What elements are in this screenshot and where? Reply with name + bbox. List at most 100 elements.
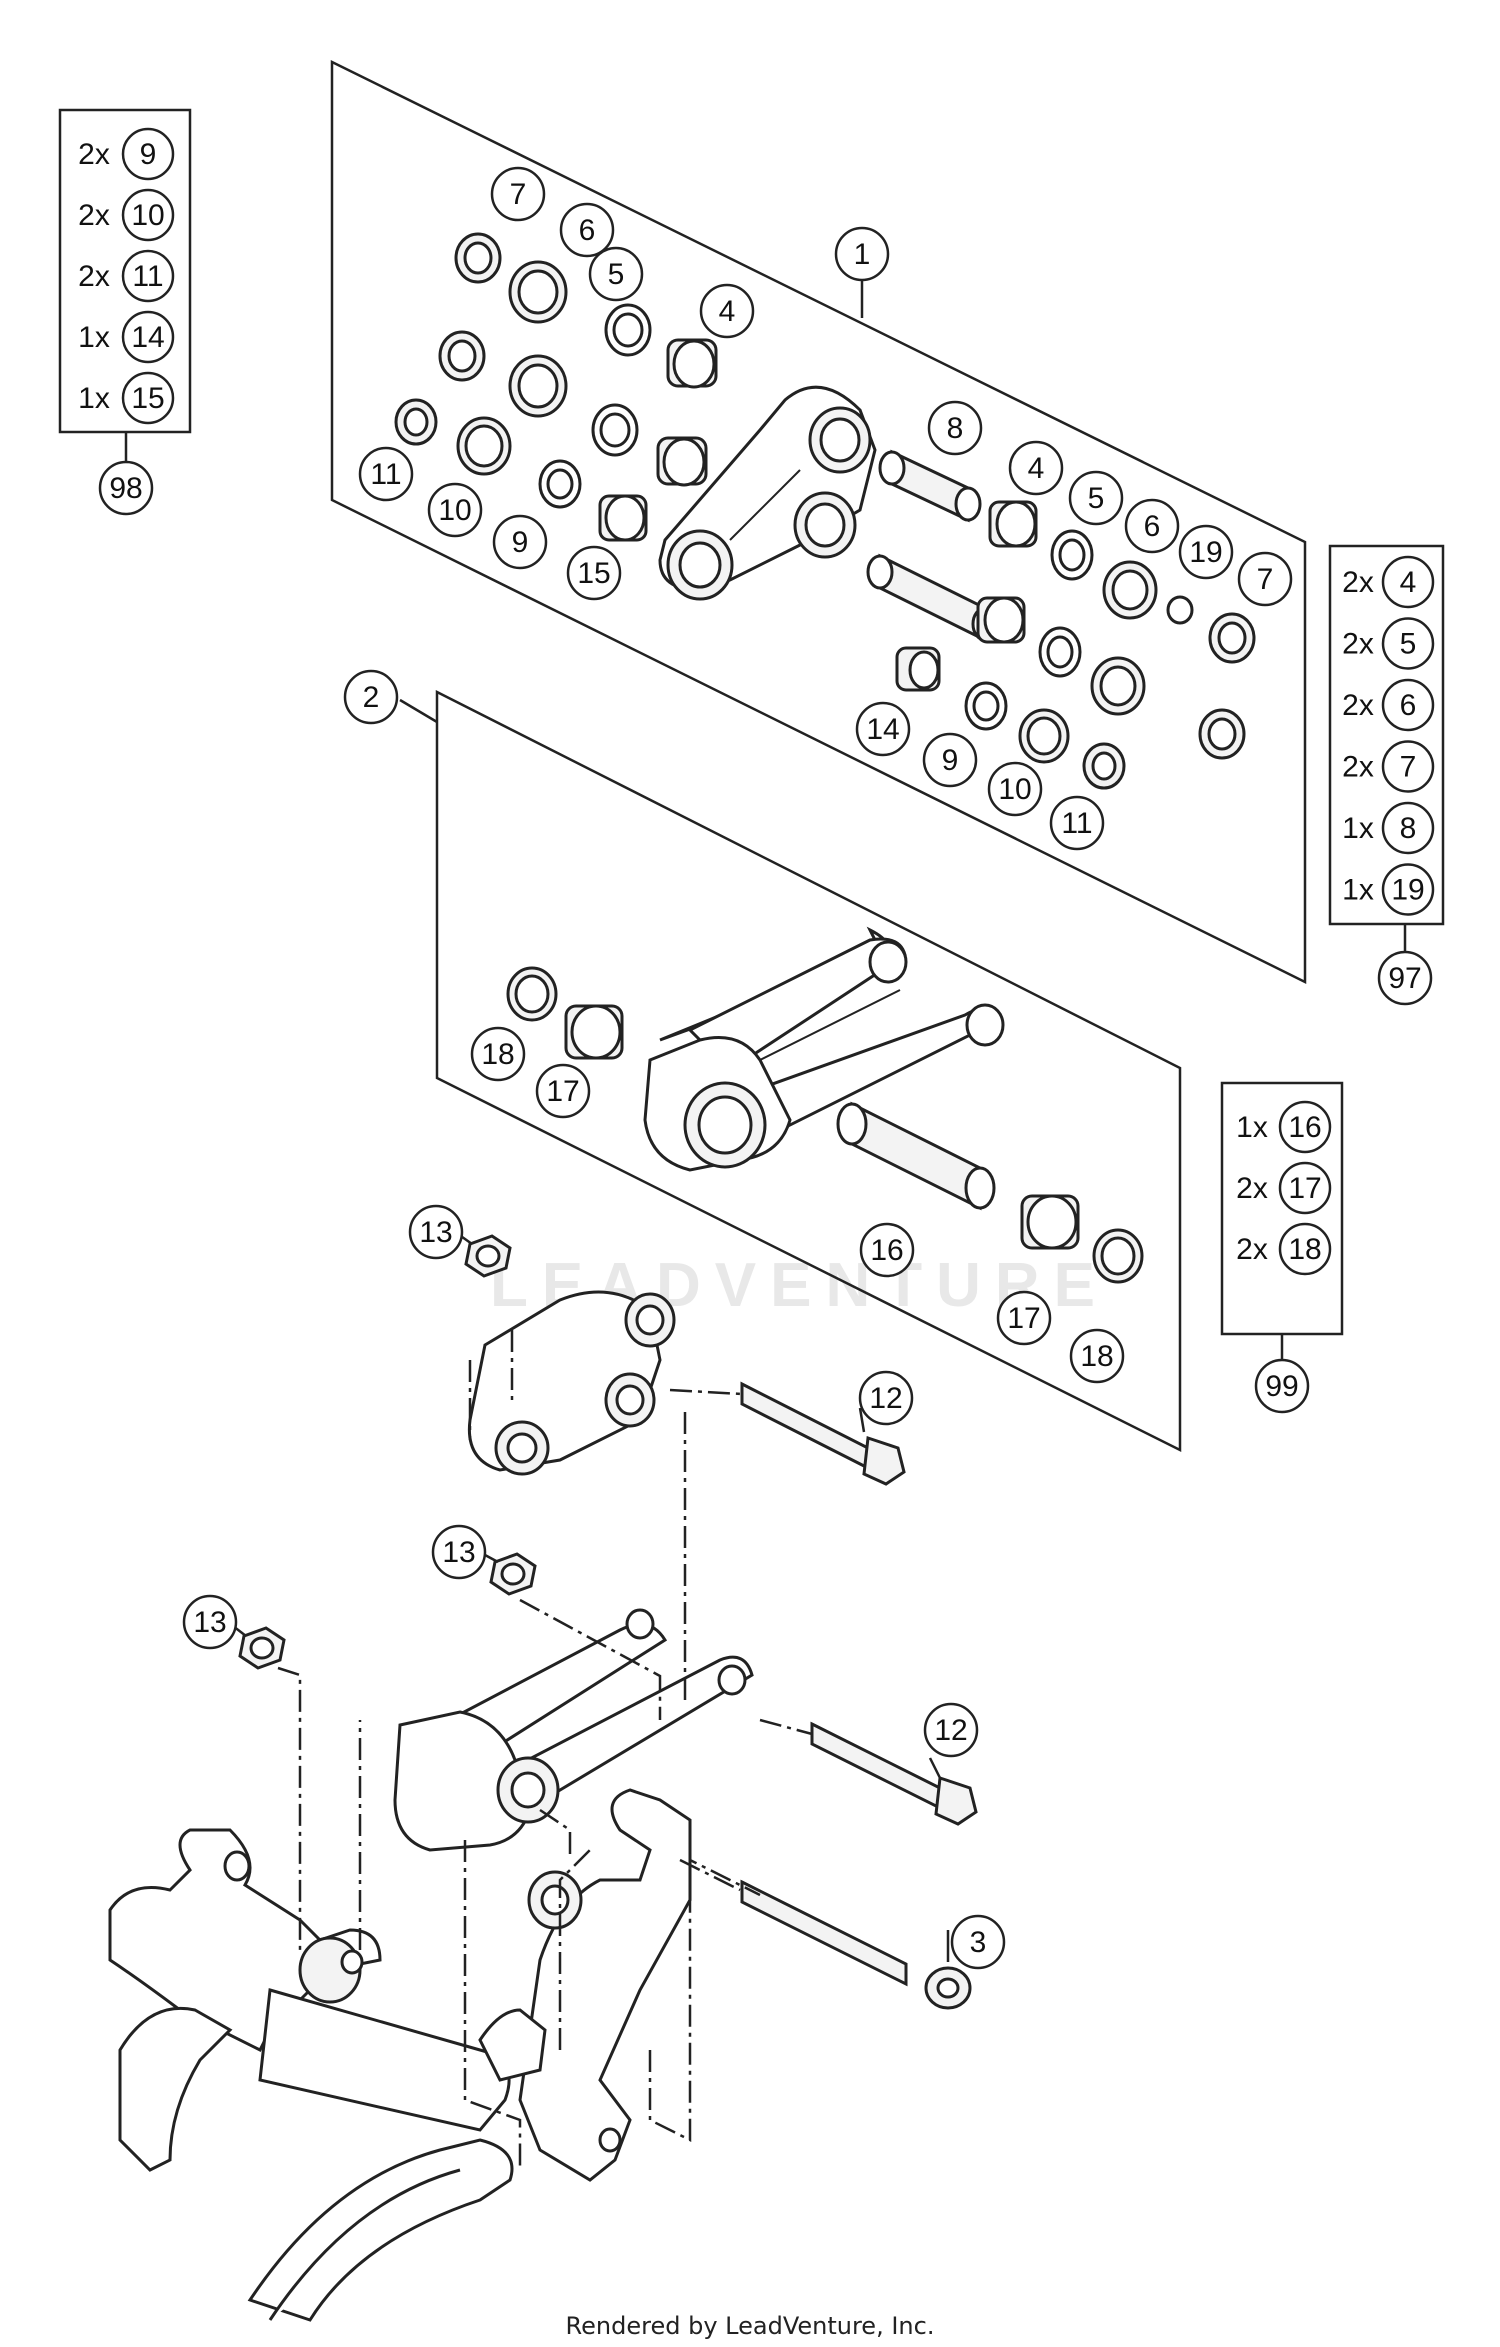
assembled-rocker [467, 1290, 676, 1476]
washer-5-left [604, 303, 652, 357]
callout-6b-label: 6 [1144, 510, 1161, 543]
bearing-11-right [1082, 742, 1126, 790]
assembly-line-l [759, 1718, 813, 1736]
callout-7b-label: 7 [1257, 563, 1274, 596]
sleeve-16 [836, 1101, 996, 1211]
kit-99-row-0-bubble [1278, 1100, 1332, 1154]
callout-11b-bubble [1049, 795, 1105, 851]
callout-7b-bubble [1237, 551, 1293, 607]
kit-97-row-0-qty: 2x [1342, 566, 1374, 599]
washer-5-mid [591, 403, 639, 457]
kit-97-row-5-qty: 1x [1342, 874, 1374, 907]
bolt-12-bottom [810, 1721, 978, 1826]
kit-98-row-2-qty: 2x [78, 260, 110, 293]
washer-19 [1166, 595, 1194, 625]
washer-5-right [1050, 529, 1094, 581]
kit-97-row-2-bubble [1381, 678, 1435, 732]
kit-98-row-4-qty: 1x [78, 382, 110, 415]
kit-97-label: 97 [1388, 962, 1421, 995]
callout-6b-bubble [1124, 498, 1180, 554]
footer-credit: Rendered by LeadVenture, Inc. [565, 2312, 935, 2340]
callout-7a-label: 7 [510, 178, 527, 211]
assembly-line-k [679, 1858, 741, 1892]
assembly-line-m [669, 1388, 743, 1396]
callout-18a-bubble [470, 1026, 526, 1082]
bolt-3 [740, 1879, 972, 2010]
sleeve-4-right-mid [976, 596, 1026, 644]
callout-14-label: 14 [866, 713, 899, 746]
callout-6a-bubble [559, 202, 615, 258]
seal-10-left [456, 416, 512, 476]
sleeve-14 [895, 646, 941, 692]
callout-19-label: 19 [1189, 536, 1222, 569]
kit-98-row-1-part: 10 [131, 199, 164, 232]
kit-97-row-4-qty: 1x [1342, 812, 1374, 845]
callout-13b-label: 13 [442, 1536, 475, 1569]
kit-99-row-1-bubble [1278, 1161, 1332, 1215]
callout-17b-label: 17 [1007, 1302, 1040, 1335]
sleeve-4-right-top [988, 500, 1038, 548]
callout-12a-bubble [858, 1370, 914, 1426]
kit-97-row-0-bubble [1381, 555, 1435, 609]
nut-13-top [464, 1234, 512, 1278]
kit-99-row-1-part: 17 [1288, 1172, 1321, 1205]
kit-97-row-2-part: 6 [1400, 689, 1417, 722]
callout-9a-label: 9 [512, 526, 529, 559]
callout-8-label: 8 [947, 412, 964, 445]
sleeve-15 [598, 494, 648, 542]
callout-12b-bubble [923, 1702, 979, 1758]
sleeve-4-mid [656, 436, 708, 487]
bearing-6-right-mid [1090, 656, 1146, 716]
assembly-line-c [519, 1598, 662, 1720]
callout-18b-bubble [1069, 1328, 1125, 1384]
leader-12a [858, 1407, 866, 1433]
kit-97-row-3-part: 7 [1400, 751, 1417, 784]
callout-16-label: 16 [870, 1234, 903, 1267]
callout-4b-bubble [1008, 440, 1064, 496]
callout-18b-label: 18 [1080, 1340, 1113, 1373]
callout-11b-label: 11 [1061, 807, 1092, 840]
assembly-line-g [539, 1808, 572, 1860]
seal-18-left [506, 966, 558, 1022]
kit-98-row-4-part: 15 [131, 382, 164, 415]
kit-98-row-1-bubble [121, 188, 175, 242]
kit-99-row-2-bubble [1278, 1222, 1332, 1276]
callout-17a-bubble [535, 1063, 591, 1119]
callout-8-bubble [927, 400, 983, 456]
callout-3-bubble [950, 1914, 1006, 1970]
washer-5-right-mid [1038, 626, 1082, 678]
seal-10-right [1018, 708, 1070, 764]
kit-98-row-4-bubble [121, 371, 175, 425]
callout-15-label: 15 [577, 557, 610, 590]
kit-99-label: 99 [1265, 1370, 1298, 1403]
callout-16-bubble [859, 1222, 915, 1278]
pull-rod-part-2 [643, 926, 1005, 1172]
bearing-7-mid [438, 330, 486, 382]
assembly-line-e [277, 1666, 302, 1950]
kit-99-row-2-part: 18 [1288, 1233, 1321, 1266]
callout-5a-label: 5 [608, 258, 625, 291]
callout-10a-label: 10 [438, 494, 471, 527]
nut-13-mid [489, 1552, 537, 1596]
callout-17b-bubble [996, 1290, 1052, 1346]
bearing-6-left [508, 260, 568, 324]
callout-19-bubble [1178, 524, 1234, 580]
callout-12a-label: 12 [869, 1382, 902, 1415]
callout-13b-bubble [431, 1524, 487, 1580]
callout-12b-label: 12 [934, 1714, 967, 1747]
sleeve-17-left [564, 1004, 624, 1060]
kit-97-row-0-part: 4 [1400, 566, 1417, 599]
kit-2-panel [435, 689, 1182, 1453]
callout-4a-label: 4 [719, 295, 736, 328]
callout-13a-label: 13 [419, 1216, 452, 1249]
callout-13c-label: 13 [193, 1606, 226, 1639]
callout-10b-label: 10 [998, 773, 1031, 806]
kit-97-row-4-part: 8 [1400, 812, 1417, 845]
callout-11a-bubble [358, 446, 414, 502]
callout-3-label: 3 [970, 1926, 987, 1959]
swingarm-frame [108, 1788, 692, 2322]
rocker-link-part-1 [658, 385, 877, 601]
callout-4b-label: 4 [1028, 452, 1045, 485]
callout-9a-bubble [492, 514, 548, 570]
